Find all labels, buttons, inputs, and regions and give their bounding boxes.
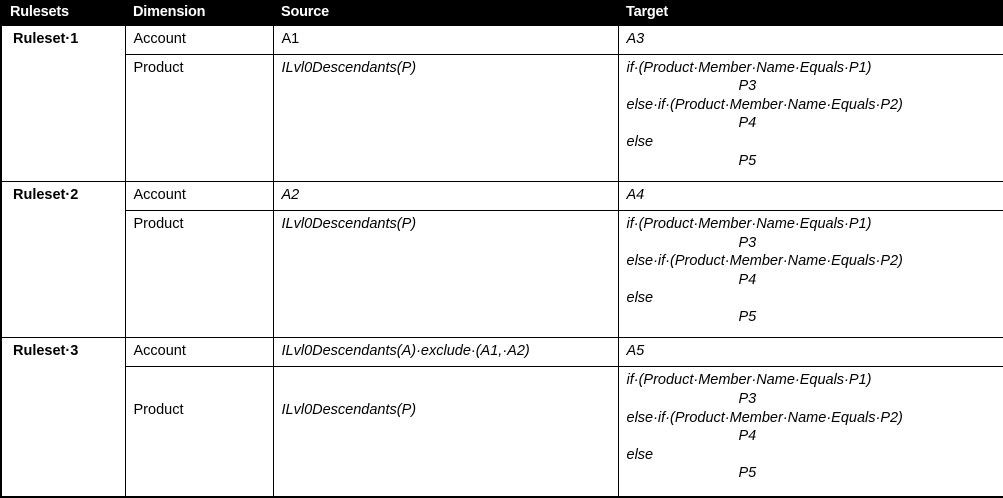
target-line: A3 [626,30,645,47]
source-cell-empty [272,279,618,338]
table-row: Ruleset·3 Account ILvl0Descendants(A)·ex… [1,337,1003,497]
dimension-cell-empty [124,279,273,338]
target-line: P3 [738,78,757,95]
table-row-filler [1,455,1003,497]
source-cell: A1 [272,24,618,55]
dimension-cell: Account [124,337,273,368]
target-cell: A4 [617,180,1003,212]
target-line: P5 [738,465,757,482]
target-cell: if·(Product·Member·Name·Equals·P1) P3 el… [617,366,1003,497]
dimension-cell: Account [124,24,273,55]
dimension-cell: Account [124,180,273,212]
target-line: P3 [738,234,757,251]
target-line: P4 [738,428,757,445]
source-cell: ILvl0Descendants(A)·exclude·(A1,·A2) [272,337,618,368]
ruleset-label-2: Ruleset·2 [1,180,125,338]
target-line: P5 [738,308,757,325]
dimension-cell: Product [124,210,273,280]
table-row: Ruleset·2 Account A2 A4 [1,180,1003,338]
table-row: Product ILvl0Descendants(P) if·(Product·… [1,210,1003,338]
target-line: if·(Product·Member·Name·Equals·P1) [626,59,872,76]
target-line: P4 [738,115,757,132]
dimension-cell: Product [124,54,273,124]
target-line: P4 [738,271,757,288]
target-line: P5 [738,152,757,169]
column-header-source: Source [273,0,618,25]
target-cell: A5 [617,337,1003,368]
target-line: else·if·(Product·Member·Name·Equals·P2) [626,253,903,270]
target-line: else [626,133,654,150]
dimension-cell: Product [124,366,273,455]
table-row: Product ILvl0Descendants(P) if·(Product·… [1,366,1003,497]
source-cell-empty [272,123,618,182]
ruleset-label-3: Ruleset·3 [1,337,125,497]
target-line: else·if·(Product·Member·Name·Equals·P2) [626,409,903,426]
column-header-rulesets: Rulesets [1,0,125,25]
target-line: else [626,446,654,463]
target-line: if·(Product·Member·Name·Equals·P1) [626,216,872,233]
source-cell: ILvl0Descendants(P) [272,210,618,280]
table-header-row: Rulesets Dimension Source Target [1,0,1003,25]
table-row-filler [1,123,1003,182]
target-line: else [626,290,654,307]
target-cell: if·(Product·Member·Name·Equals·P1) P3 el… [617,54,1003,182]
column-header-dimension: Dimension [125,0,273,25]
target-cell: if·(Product·Member·Name·Equals·P1) P3 el… [617,210,1003,338]
target-line: else·if·(Product·Member·Name·Equals·P2) [626,96,903,113]
target-line: if·(Product·Member·Name·Equals·P1) [626,372,872,389]
dimension-cell-empty [124,455,273,497]
source-cell-empty [272,455,618,497]
dimension-cell-empty [124,123,273,182]
source-cell: ILvl0Descendants(P) [272,54,618,124]
ruleset-label-1: Ruleset·1 [1,24,125,182]
target-cell: A3 [617,24,1003,55]
target-line: P3 [738,391,757,407]
table-row: Product ILvl0Descendants(P) if·(Product·… [1,54,1003,182]
target-line: A4 [626,186,645,203]
table-row-filler [1,279,1003,338]
column-header-target: Target [618,0,1003,25]
target-line: A5 [626,343,645,360]
table-row: Ruleset·1 Account A1 A3 [1,24,1003,182]
source-cell: A2 [272,180,618,212]
source-cell: ILvl0Descendants(P) [272,366,618,455]
